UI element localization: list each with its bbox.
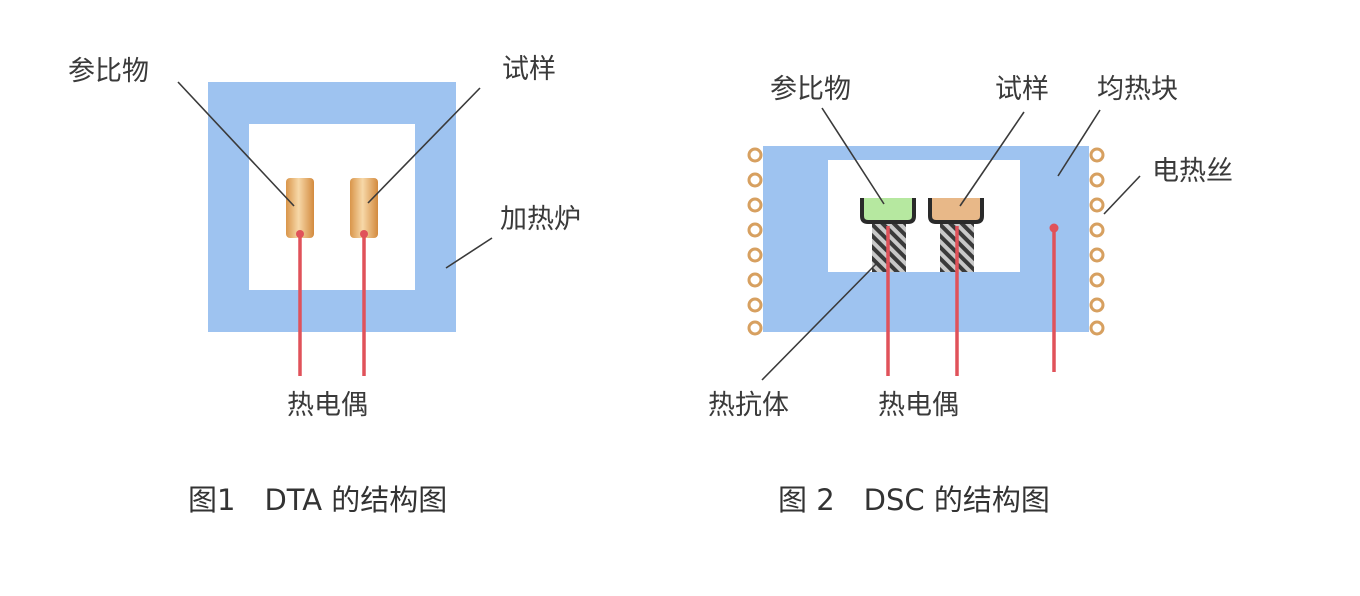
dta-reference-label: 参比物 bbox=[68, 56, 149, 87]
dsc-resistor-label: 热抗体 bbox=[708, 390, 789, 421]
dta-sample-label: 试样 bbox=[502, 54, 556, 85]
dsc-diagram: 参比物 试样 均热块 电热丝 热抗体 热电偶 图 2 DSC 的结构图 bbox=[708, 74, 1233, 517]
dta-sample-leader bbox=[367, 87, 481, 204]
dsc-sample-leader bbox=[959, 111, 1025, 207]
dsc-furnace-cavity bbox=[828, 160, 1020, 272]
dta-thermocouple-label: 热电偶 bbox=[287, 390, 368, 421]
dsc-thermocouple-label: 热电偶 bbox=[878, 390, 959, 421]
dsc-thermocouple-junction-block bbox=[1049, 223, 1059, 233]
dsc-heater-coil-right bbox=[1089, 147, 1105, 336]
dsc-heater-coil-left bbox=[747, 147, 763, 336]
dsc-reference-label: 参比物 bbox=[770, 74, 851, 105]
dsc-cavity-lid-strip bbox=[828, 146, 1020, 156]
dsc-sample-pan bbox=[928, 198, 984, 224]
dta-furnace-leader bbox=[445, 237, 493, 269]
dsc-heater-label: 电热丝 bbox=[1152, 156, 1233, 187]
dta-sample-crucible bbox=[350, 178, 378, 238]
dta-thermocouple-junction-sample bbox=[360, 230, 368, 238]
dta-furnace-cavity bbox=[249, 124, 415, 290]
dsc-caption: 图 2 DSC 的结构图 bbox=[778, 483, 1050, 517]
dsc-sample-label: 试样 bbox=[995, 74, 1049, 105]
dta-caption: 图1 DTA 的结构图 bbox=[188, 483, 447, 517]
dsc-block-label: 均热块 bbox=[1097, 74, 1178, 105]
dsc-reference-pan bbox=[860, 198, 916, 224]
dsc-heater-leader bbox=[1103, 175, 1141, 215]
dta-furnace-label: 加热炉 bbox=[500, 204, 581, 235]
dsc-block-leader bbox=[1057, 109, 1101, 177]
dsc-reference-leader bbox=[821, 107, 885, 205]
dta-diagram: 参比物 试样 加热炉 热电偶 图1 DTA 的结构图 bbox=[68, 54, 581, 517]
dta-reference-leader bbox=[177, 81, 295, 207]
dsc-resistor-leader bbox=[761, 261, 879, 381]
dta-thermocouple-junction-reference bbox=[296, 230, 304, 238]
dta-reference-crucible bbox=[286, 178, 314, 238]
